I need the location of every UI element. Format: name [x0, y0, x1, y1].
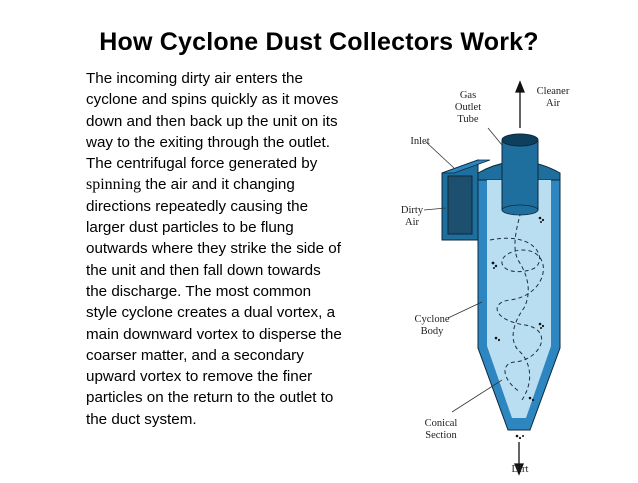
cleaner-air-arrowhead	[515, 80, 525, 93]
inlet-leader	[425, 141, 455, 169]
downward-vortex	[489, 237, 544, 393]
outlet-tube	[501, 139, 539, 211]
vortex-paths	[489, 214, 544, 401]
inlet-top	[441, 159, 491, 174]
body-text-part2: the air and it changing directions repea…	[86, 176, 342, 428]
cyclone-illustration	[423, 80, 561, 476]
inlet-opening	[447, 175, 473, 235]
dust-particles	[491, 216, 545, 440]
dirty-air-leader	[423, 207, 447, 211]
cyclone-body-leader	[447, 301, 483, 319]
body-text-part1: The incoming dirty air enters the cyclon…	[86, 70, 339, 173]
gas-outlet-tube-label: Gas Outlet Tube	[454, 90, 482, 125]
body-text: The incoming dirty air enters the cyclon…	[86, 68, 344, 430]
outlet-tube-top	[501, 133, 539, 147]
body-text-serif-word: spinning	[86, 176, 142, 194]
outlet-tube-bottom	[501, 204, 539, 216]
gas-outlet-leader	[487, 127, 503, 146]
conical-section-leader	[451, 379, 503, 413]
cyclone-interior	[487, 180, 551, 418]
dirt-label: Dirt	[511, 464, 529, 475]
dirt-arrowhead	[514, 463, 524, 476]
upward-vortex	[512, 214, 531, 401]
dirty-air-label: Dirty Air	[400, 205, 424, 228]
slide-title: How Cyclone Dust Collectors Work?	[99, 28, 539, 56]
conical-section-label: Conical Section	[424, 418, 458, 441]
cleaner-air-label: Cleaner Air	[536, 86, 570, 109]
inlet-label: Inlet	[410, 136, 430, 147]
cyclone-diagram: Gas Outlet Tube Cleaner Air Inlet Dirty …	[390, 80, 580, 478]
cyclone-body-label: Cyclone Body	[414, 314, 450, 337]
